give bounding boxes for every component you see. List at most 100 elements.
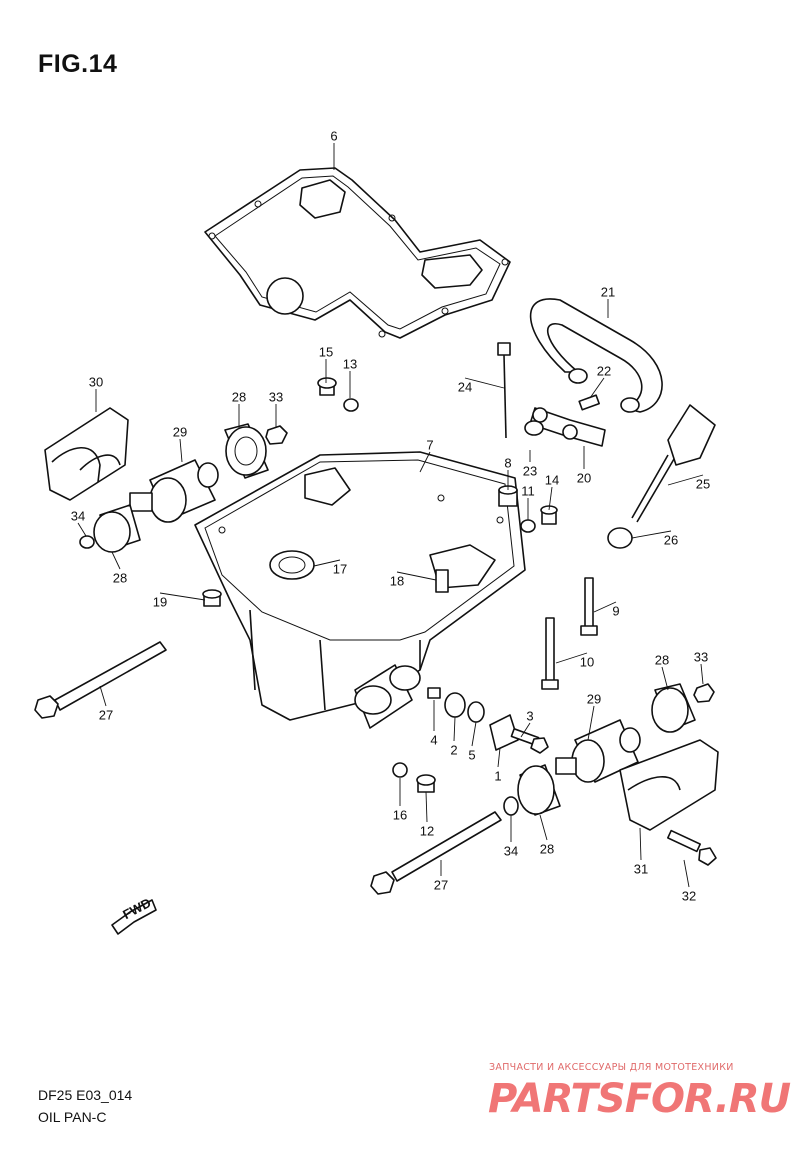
part-15-drain-plug <box>317 377 337 396</box>
callout-28: 28 <box>540 841 554 856</box>
callout-leader-26 <box>631 530 672 539</box>
callout-leader-22 <box>589 377 605 399</box>
callout-leader-2 <box>453 716 456 742</box>
part-33-nut-lower <box>693 683 715 703</box>
part-7-oil-pan <box>194 451 526 729</box>
callout-23: 23 <box>523 463 537 478</box>
callout-leader-14 <box>548 486 553 511</box>
callout-24: 24 <box>458 379 472 394</box>
callout-4: 4 <box>430 732 437 747</box>
callout-leader-24 <box>464 377 505 389</box>
callout-14: 14 <box>545 472 559 487</box>
callout-8: 8 <box>504 455 511 470</box>
callout-leader-29 <box>179 438 183 463</box>
callout-28: 28 <box>113 570 127 585</box>
part-30-mount-bracket <box>44 407 129 501</box>
callout-6: 6 <box>330 128 337 143</box>
callout-33: 33 <box>269 389 283 404</box>
callout-2: 2 <box>450 742 457 757</box>
part-33-nut-upper <box>265 425 288 445</box>
callout-22: 22 <box>597 363 611 378</box>
callout-18: 18 <box>390 573 404 588</box>
callout-leader-12 <box>425 791 428 823</box>
callout-leader-9 <box>593 601 617 613</box>
callout-20: 20 <box>577 470 591 485</box>
figure-title: FIG.14 <box>38 50 118 78</box>
callout-leader-33 <box>700 663 704 685</box>
callout-26: 26 <box>664 532 678 547</box>
callout-leader-28 <box>111 551 121 570</box>
part-29-rubber-mount-lower <box>555 719 641 783</box>
callout-10: 10 <box>580 654 594 669</box>
callout-5: 5 <box>468 747 475 762</box>
part-18-dowel-pin <box>435 569 449 593</box>
part-28-bushing-lower <box>517 764 561 816</box>
callout-11: 11 <box>521 483 535 498</box>
callout-leader-31 <box>639 827 642 861</box>
footer-figure-name: OIL PAN-C <box>38 1109 107 1125</box>
callout-leader-25 <box>667 474 704 486</box>
callout-leader-3 <box>520 722 531 738</box>
part-9-bolt <box>580 577 598 636</box>
part-13-gasket-washer <box>343 398 359 412</box>
part-11-washer <box>520 519 536 533</box>
part-10-bolt <box>541 617 559 690</box>
callout-34: 34 <box>71 508 85 523</box>
callout-leader-28 <box>539 814 548 841</box>
callout-29: 29 <box>587 691 601 706</box>
callout-29: 29 <box>173 424 187 439</box>
callout-16: 16 <box>393 807 407 822</box>
footer-figure-code: DF25 E03_014 <box>38 1087 133 1103</box>
part-5-o-ring <box>467 701 485 723</box>
watermark-tagline: ЗАПЧАСТИ И АКСЕССУАРЫ ДЛЯ МОТОТЕХНИКИ <box>489 1062 734 1073</box>
callout-leader-17 <box>313 559 341 567</box>
fwd-arrow-icon: FWD <box>111 895 157 935</box>
part-6-oil-pan-gasket <box>204 167 511 339</box>
callout-25: 25 <box>696 476 710 491</box>
part-12-bolt <box>416 774 436 793</box>
part-28-bushing-lower-right <box>651 683 696 733</box>
callout-27: 27 <box>434 877 448 892</box>
callout-leader-18 <box>396 571 437 581</box>
callout-leader-27 <box>99 685 107 707</box>
callout-28: 28 <box>232 389 246 404</box>
part-34-washer-upper <box>79 535 95 549</box>
part-2-cap <box>444 692 466 718</box>
callout-leader-34 <box>77 522 87 537</box>
callout-leader-7 <box>419 451 431 473</box>
part-29-rubber-mount-upper <box>129 459 219 523</box>
part-4-bolt <box>427 687 441 699</box>
part-16-washer <box>392 762 408 778</box>
part-26-o-ring <box>607 527 633 549</box>
part-21-hose <box>529 298 663 413</box>
part-1-cover <box>489 714 519 751</box>
callout-17: 17 <box>333 561 347 576</box>
part-28-bushing-upper <box>224 423 269 479</box>
part-20-22-23-fitting <box>524 394 606 447</box>
callout-31: 31 <box>634 861 648 876</box>
watermark-brand: PARTSFOR.RU <box>488 1076 791 1122</box>
callout-32: 32 <box>682 888 696 903</box>
callout-leader-19 <box>159 592 206 601</box>
callout-leader-10 <box>555 652 588 664</box>
callout-leader-28 <box>661 666 669 691</box>
part-34-washer-lower <box>503 796 519 816</box>
callout-21: 21 <box>601 284 615 299</box>
part-31-mount-bracket-lower <box>619 739 719 831</box>
callout-12: 12 <box>420 823 434 838</box>
callout-13: 13 <box>343 356 357 371</box>
callout-leader-29 <box>587 705 595 741</box>
part-3-bolt <box>510 727 549 754</box>
callout-leader-5 <box>471 721 477 747</box>
callout-1: 1 <box>494 768 501 783</box>
callout-28: 28 <box>655 652 669 667</box>
callout-27: 27 <box>99 707 113 722</box>
callout-19: 19 <box>153 594 167 609</box>
part-27-long-bolt-right <box>370 811 502 895</box>
part-27-long-bolt-left <box>34 641 167 719</box>
callout-3: 3 <box>526 708 533 723</box>
callout-leader-1 <box>497 747 501 768</box>
part-19-plug <box>202 589 222 607</box>
